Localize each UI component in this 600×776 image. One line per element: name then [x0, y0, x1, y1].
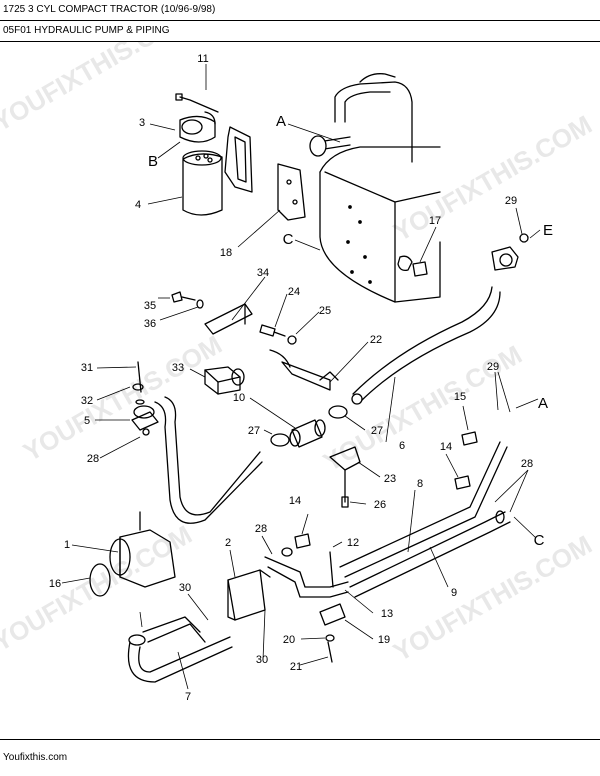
page-header-model: 1725 3 CYL COMPACT TRACTOR (10/96-9/98) — [0, 0, 600, 21]
callout-24: 24 — [288, 286, 300, 298]
callout-14-lower: 14 — [289, 495, 301, 507]
callout-27-right: 27 — [371, 425, 383, 437]
bracket-19 — [319, 603, 346, 626]
fitting-12 — [329, 551, 334, 588]
callout-29: 29 — [505, 195, 517, 207]
callout-2: 2 — [225, 537, 231, 549]
bolt-21 — [327, 641, 333, 663]
callout-6: 6 — [399, 440, 405, 452]
callout-14-upper: 14 — [440, 441, 452, 453]
pipe-8 — [339, 441, 508, 578]
page-header-section: 05F01 HYDRAULIC PUMP & PIPING — [0, 21, 600, 42]
ref-letter-a-right: A — [538, 395, 548, 412]
callout-36: 36 — [144, 318, 156, 330]
callout-25: 25 — [319, 305, 331, 317]
fitting-15 — [461, 431, 478, 446]
callout-9: 9 — [451, 587, 457, 599]
oil-filter-assembly — [175, 93, 306, 221]
footer-site-link[interactable]: Youfixthis.com — [3, 752, 68, 763]
callout-31: 31 — [81, 362, 93, 374]
callout-30-left: 30 — [179, 582, 191, 594]
watermark: YOUFIXTHIS.COM — [318, 339, 527, 477]
callout-30-bottom: 30 — [256, 654, 268, 666]
callout-28-left: 28 — [87, 453, 99, 465]
callout-15: 15 — [454, 391, 466, 403]
callout-21: 21 — [290, 661, 302, 673]
pipe-7 — [127, 616, 233, 683]
callout-3: 3 — [139, 117, 145, 129]
suction-tube — [131, 361, 263, 524]
watermark: YOUFIXTHIS.COM — [388, 529, 597, 667]
transmission-housing — [309, 73, 441, 303]
callout-23: 23 — [384, 473, 396, 485]
callout-26: 26 — [374, 499, 386, 511]
callout-17: 17 — [429, 215, 441, 227]
washer-20 — [325, 634, 335, 642]
ref-letter-e: E — [543, 222, 553, 239]
control-valve-2 — [227, 556, 349, 621]
callout-28-middle: 28 — [255, 523, 267, 535]
callout-19: 19 — [378, 634, 390, 646]
callout-7: 7 — [185, 691, 191, 703]
callout-20: 20 — [283, 634, 295, 646]
callout-18: 18 — [220, 247, 232, 259]
callout-13: 13 — [381, 608, 393, 620]
ref-letter-c-top: C — [283, 231, 294, 248]
valve-33 — [204, 366, 245, 395]
callout-16: 16 — [49, 578, 61, 590]
parts-diagram: YOUFIXTHIS.COM YOUFIXTHIS.COM YOUFIXTHIS… — [0, 42, 597, 703]
pipe-9 — [349, 510, 511, 598]
callout-27-left: 27 — [248, 425, 260, 437]
callout-4: 4 — [135, 199, 141, 211]
ref-letter-c-right: C — [534, 532, 545, 549]
ref-letter-a-top: A — [276, 113, 286, 130]
callout-29-right: 29 — [487, 361, 499, 373]
watermark: YOUFIXTHIS.COM — [0, 42, 197, 137]
callout-34: 34 — [257, 267, 269, 279]
leader-lines — [61, 64, 541, 690]
callout-11: 11 — [197, 53, 208, 65]
bracket-assembly — [171, 291, 339, 391]
bracket-23 — [329, 446, 361, 508]
callout-32: 32 — [81, 395, 93, 407]
callout-33: 33 — [172, 362, 184, 374]
hose-10 — [270, 405, 348, 448]
ref-letter-b: B — [148, 153, 158, 170]
callout-12: 12 — [347, 537, 359, 549]
hydraulic-pump — [89, 511, 176, 597]
fitting-14 — [454, 475, 471, 490]
watermark: YOUFIXTHIS.COM — [388, 109, 597, 247]
callout-5: 5 — [84, 415, 90, 427]
callout-10: 10 — [233, 392, 245, 404]
callout-8: 8 — [417, 478, 423, 490]
callout-1: 1 — [64, 539, 70, 551]
watermark-layer: YOUFIXTHIS.COM YOUFIXTHIS.COM YOUFIXTHIS… — [0, 42, 597, 667]
fitting-14-lower — [294, 533, 311, 549]
callout-28-right: 28 — [521, 458, 533, 470]
callout-35: 35 — [144, 300, 156, 312]
pipe-6 — [351, 233, 529, 405]
callout-22: 22 — [370, 334, 382, 346]
o-ring-28 — [281, 547, 293, 557]
footer-divider — [0, 739, 600, 740]
